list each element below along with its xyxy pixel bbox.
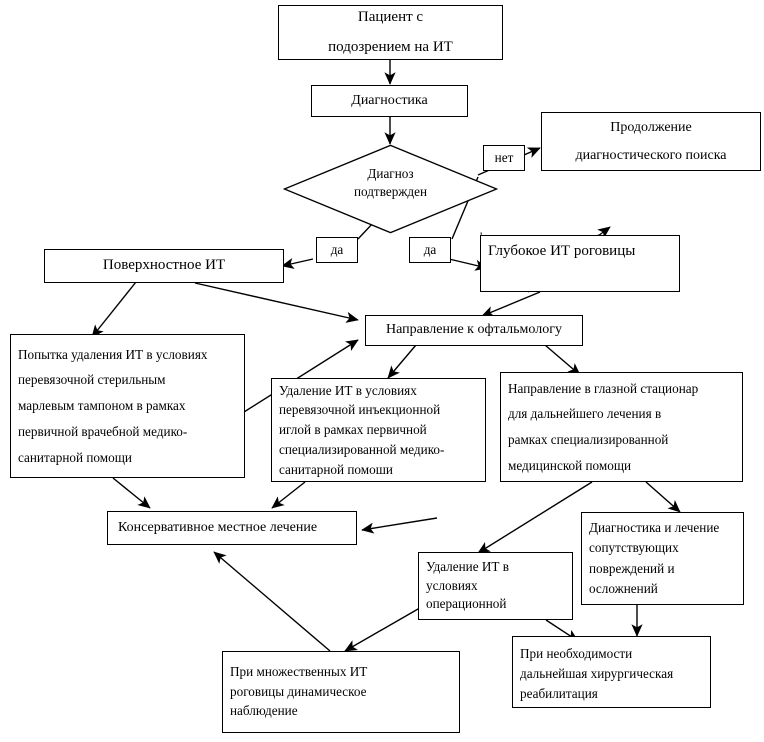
edge-hospital-to-operating <box>477 481 593 554</box>
node-patient-label: Пациент с подозрением на ИТ <box>328 9 453 55</box>
node-attempt-removal-label: Попытка удаления ИТ в условиях перевязоч… <box>18 346 208 465</box>
node-superficial-ft-label: Поверхностное ИТ <box>102 257 226 274</box>
edge-referral-to-hospital <box>544 344 581 376</box>
node-referral-hospital-label: Направление в глазной стационар для даль… <box>508 380 699 473</box>
edge-deep-to-referral <box>481 291 541 317</box>
edge-hospital-to-diagtreat <box>645 481 681 513</box>
node-continue-search[interactable]: Продолжение диагностического поиска <box>541 112 761 171</box>
node-diag-treat-associated[interactable]: Диагностика и лечение сопутствующих повр… <box>581 512 744 605</box>
edge-needle-to-conservative <box>271 481 306 509</box>
node-attempt-removal[interactable]: Попытка удаления ИТ в условиях перевязоч… <box>10 334 245 478</box>
node-removal-needle[interactable]: Удаление ИТ в условиях перевязочной инъе… <box>271 378 486 482</box>
node-patient[interactable]: Пациент с подозрением на ИТ <box>278 5 503 60</box>
node-diag-treat-associated-label: Диагностика и лечение сопутствующих повр… <box>589 520 720 596</box>
node-conservative-treatment[interactable]: Консервативное местное лечение <box>107 511 357 545</box>
edge-label-no[interactable]: нет <box>483 145 525 171</box>
node-superficial-ft[interactable]: Поверхностное ИТ <box>44 249 284 283</box>
node-removal-needle-label: Удаление ИТ в условиях перевязочной инъе… <box>279 382 445 477</box>
node-multiple-ft-cornea[interactable]: При множественных ИТ роговицы динамическ… <box>222 651 460 733</box>
node-referral-ophthalmologist-label: Направление к офтальмологу <box>386 322 562 338</box>
node-removal-operating-label: Удаление ИТ в условиях операционной <box>426 558 509 612</box>
edge-label-yes-left-text: да <box>330 242 344 258</box>
node-diagnostics[interactable]: Диагностика <box>311 85 468 117</box>
edge-superficial-to-attempt <box>91 324 104 338</box>
edge-operating-to-multiple <box>344 604 426 652</box>
edge-label-yes-right[interactable]: да <box>409 237 451 263</box>
edge-yes-left-to-superficial <box>281 257 314 269</box>
edge-superficial-to-referral <box>194 282 359 323</box>
edge-label-no-text: нет <box>494 150 514 166</box>
node-conservative-treatment-label: Консервативное местное лечение <box>118 519 318 535</box>
edge-label-yes-left[interactable]: да <box>316 237 358 263</box>
node-deep-ft-cornea[interactable]: Глубокое ИТ роговицы <box>480 235 680 292</box>
node-decision-diagnosis-confirmed[interactable]: Диагноз подтвержден <box>283 144 498 234</box>
node-removal-operating[interactable]: Удаление ИТ в условиях операционной <box>418 552 573 620</box>
edge-multiple-to-conservative <box>213 551 331 652</box>
node-referral-ophthalmologist[interactable]: Направление к офтальмологу <box>365 315 583 346</box>
edge-referral-to-removal-needle <box>387 344 417 379</box>
node-rehabilitation-label: При необходимости дальнейшая хирургическ… <box>520 646 674 701</box>
edge-label-yes-right-text: да <box>423 242 437 258</box>
edge-superficial-to-attempt-line <box>95 281 137 333</box>
edge-deep-to-referral-l2 <box>488 292 556 312</box>
node-multiple-ft-cornea-label: При множественных ИТ роговицы динамическ… <box>230 664 368 719</box>
edge-attempt-to-conservative <box>112 477 151 509</box>
node-deep-ft-cornea-label: Глубокое ИТ роговицы <box>488 243 636 259</box>
node-diagnostics-label: Диагностика <box>351 92 428 108</box>
edge-deep-to-referral-line <box>540 292 585 316</box>
node-referral-hospital[interactable]: Направление в глазной стационар для даль… <box>500 372 743 482</box>
node-continue-search-label: Продолжение диагностического поиска <box>575 120 727 163</box>
edge-operating-to-conservative <box>361 517 438 534</box>
node-decision-label: Диагноз подтвержден <box>353 166 428 199</box>
node-rehabilitation[interactable]: При необходимости дальнейшая хирургическ… <box>512 636 711 708</box>
